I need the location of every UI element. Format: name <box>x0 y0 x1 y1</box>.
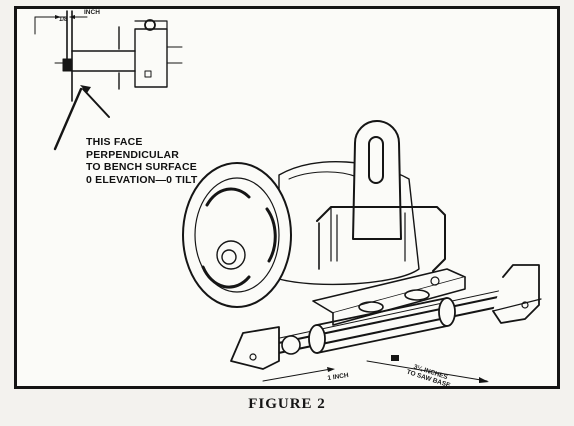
guide-rods <box>268 286 518 356</box>
motor-bracket <box>316 120 446 272</box>
perpendicular-callout: THIS FACE PERPENDICULAR TO BENCH SURFACE… <box>86 136 198 186</box>
top-dimension-unit: INCH <box>84 9 100 16</box>
motor-mount-illustration <box>34 10 542 383</box>
figure-frame: INCH 1/8 THIS FACE PERPENDICULAR TO BENC… <box>14 6 560 389</box>
right-end-bracket <box>492 264 542 324</box>
inset-detail <box>34 10 183 151</box>
figure-caption: FIGURE 2 <box>248 396 326 412</box>
left-end-bracket <box>230 326 301 370</box>
top-dimension-fraction: 1/8 <box>59 17 68 23</box>
slide-plate <box>312 268 466 326</box>
dimension-lines <box>262 355 489 383</box>
